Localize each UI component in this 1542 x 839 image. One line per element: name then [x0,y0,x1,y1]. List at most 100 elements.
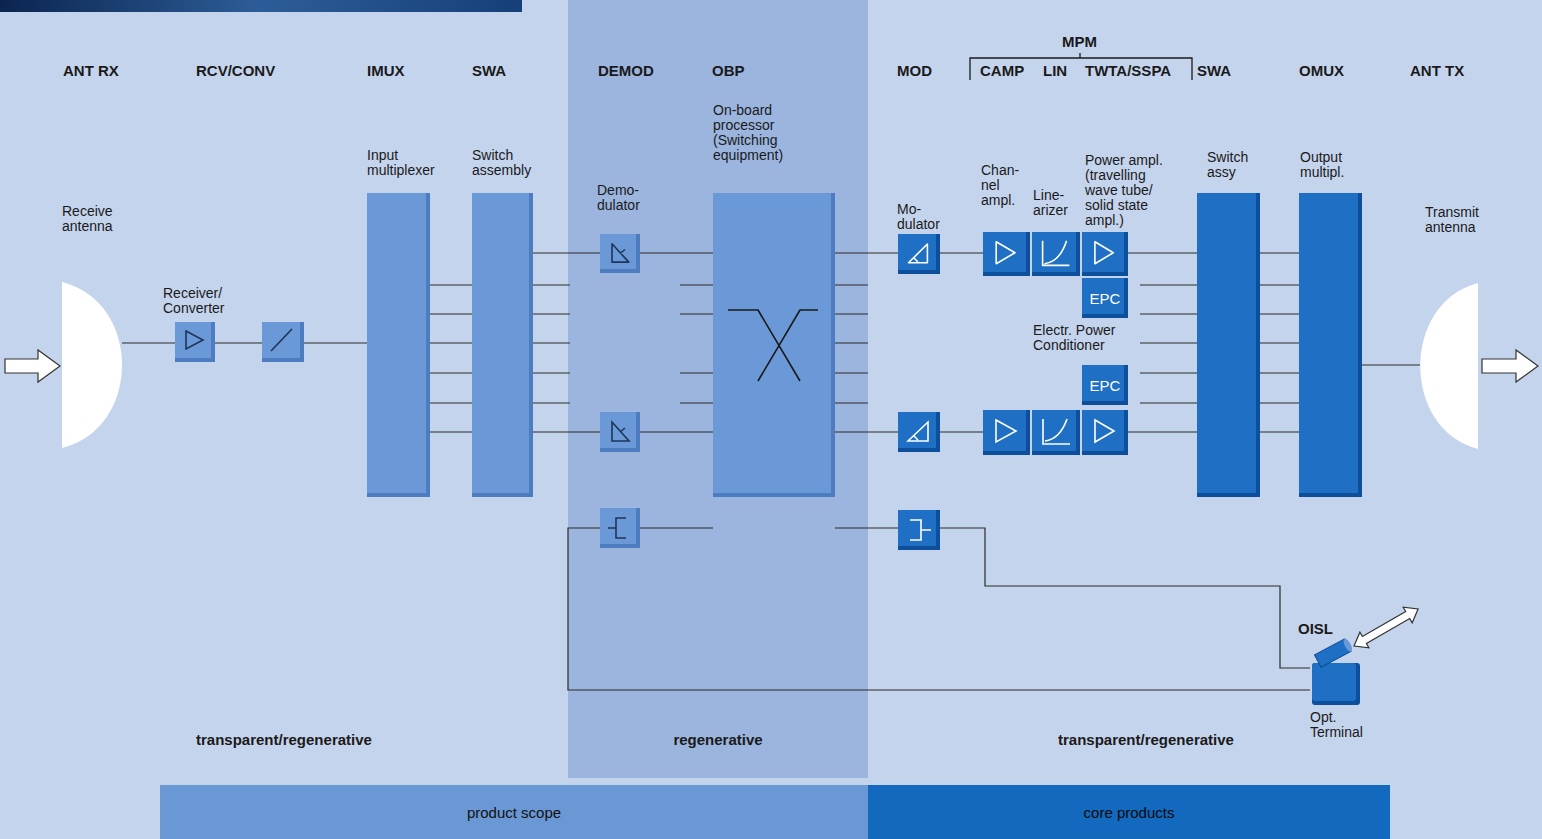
text-slot: OBP [712,62,745,79]
connector-line [1260,372,1299,373]
node-art [1420,283,1478,449]
wiring [533,285,1310,690]
text-slot: MPM [1062,33,1097,50]
header-label: CAMP [980,62,1024,79]
node-heading: Receiver/ Converter [163,286,237,316]
text-slot: Mo- dulator [897,202,953,232]
connector-line [430,342,472,343]
optical-modulator [898,510,940,550]
node-heading: Receive antenna [62,204,126,234]
text-slot: Input multiplexer [367,148,451,178]
amplifier-box [175,322,215,362]
epc-box: EPC [1082,278,1128,318]
receive-antenna: Receive antenna [62,282,122,448]
connector-line [835,252,898,253]
header-label: SWA [472,62,506,79]
node-art [1082,232,1128,276]
wire [835,285,898,528]
text-slot: Chan- nel ampl. [981,163,1027,208]
node-heading: Chan- nel ampl. [981,163,1027,208]
modulator: Mo- dulator [898,234,940,274]
text-slot: Output multipl. [1300,150,1362,180]
text-slot: OMUX [1299,62,1344,79]
header-label: MOD [897,62,932,79]
text-slot: Electr. Power Conditioner [1033,323,1125,353]
node-heading: Mo- dulator [897,202,953,232]
optical-link-arrow [1350,601,1423,654]
node-art [1310,645,1362,705]
text-slot: LIN [1043,62,1067,79]
node-art [1032,232,1080,276]
linearizer: Line- arizer [1032,232,1080,276]
lower-demodulator [600,412,640,452]
connector-line [1260,252,1299,253]
terminal-body [1312,663,1356,701]
switch-assy: Switch assy [1197,193,1260,497]
node-heading: Input multiplexer [367,148,451,178]
node-art [175,322,304,362]
text-slot: EPC [1082,365,1128,405]
mpm-bracket [970,53,1192,80]
demodulator: Demo- dulator [600,234,640,273]
regenerative-band: regenerativeDemo- dulatorOn-board proces… [568,0,868,778]
connector-line [430,372,472,373]
converter-box [262,322,304,362]
optical-demodulator [600,508,640,548]
connector-line [430,284,472,285]
wire [640,432,713,528]
text-slot: SWA [472,62,506,79]
node-art [62,282,122,448]
channel-amplifier: Chan- nel ampl. [983,232,1030,276]
text-slot: TWTA/SSPA [1085,62,1171,79]
node-heading: On-board processor (Switching equipment) [713,103,799,163]
optical-wire [940,528,1310,668]
wire [533,285,600,432]
node-art [898,234,940,274]
header-label: TWTA/SSPA [1085,62,1171,79]
text-slot: Receiver/ Converter [163,286,237,316]
power-amplifier: Power ampl. (travelling wave tube/ solid… [1082,232,1128,276]
connector-line [1362,364,1420,365]
text-slot: MOD [897,62,932,79]
text-slot: EPC [1082,278,1128,318]
header-label: OISL [1298,620,1333,637]
node-heading: Opt. Terminal [1310,710,1374,740]
scope-bar: core products [868,785,1390,839]
wire [1128,285,1197,432]
header-label: OBP [712,62,745,79]
header-label: SWA [1197,62,1231,79]
lower-amplifier-chain [983,410,1128,455]
box-symbol [996,242,1015,264]
amplifier-symbol [186,331,203,349]
node-label: EPC [1090,290,1121,307]
lower-modulator [898,412,940,452]
text-slot: Power ampl. (travelling wave tube/ solid… [1085,153,1182,228]
on-board-processor: On-board processor (Switching equipment) [713,193,835,497]
text-slot: Receive antenna [62,204,126,234]
box-symbol [728,310,818,381]
connector-line [1260,284,1299,285]
optical-terminal: Opt. Terminal [1310,645,1362,705]
node-art [713,193,835,497]
text-slot: product scope [160,785,868,839]
photo-strip [0,0,522,12]
node-art [983,232,1030,276]
node-label: product scope [467,804,561,821]
input-multiplexer: Input multiplexer [367,193,430,497]
switch-assembly: Switch assembly [472,193,533,497]
connector-line [304,342,367,343]
transmit-antenna: Transmit antenna [1420,283,1478,449]
scope-bar: product scope [160,785,868,839]
output-arrow [1482,350,1538,382]
connector-line [1260,313,1299,314]
text-slot: OISL [1298,620,1333,637]
box-symbol [909,244,928,263]
header-label: ANT RX [63,62,119,79]
text-slot: On-board processor (Switching equipment) [713,103,799,163]
connector-line [1260,402,1299,403]
converter-box [262,322,300,358]
header-label: transparent/regenerative [196,731,372,748]
node-heading: Output multipl. [1300,150,1362,180]
connector-line [122,342,175,343]
connector-line [1128,252,1197,253]
